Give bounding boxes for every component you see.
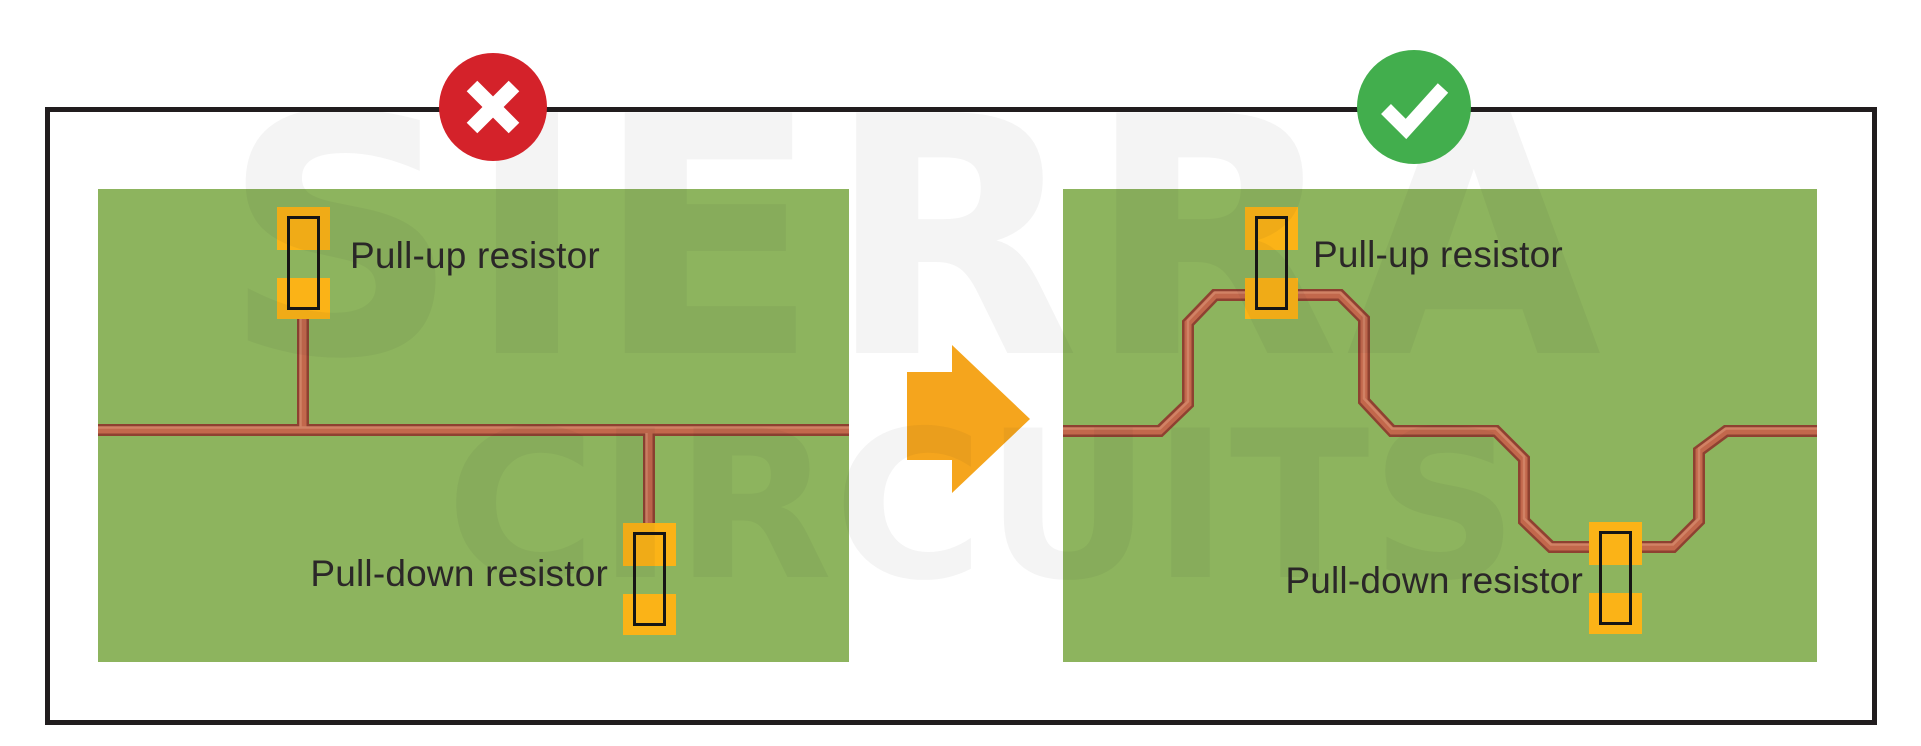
transform-arrow-icon [907,345,1030,493]
figure-border-frame [45,107,1877,725]
resistor-pad-top [1589,522,1642,565]
cross-icon [439,53,547,161]
resistor-pad-bottom [1589,593,1642,634]
pull-up-resistor-label: Pull-up resistor [1313,234,1563,275]
pull-down-resistor-label: Pull-down resistor [310,553,608,594]
resistor-pad-bottom [623,594,676,635]
pull-up-resistor-component [1245,207,1298,319]
resistor-body-outline [1599,531,1632,625]
resistor-pad-top [623,523,676,566]
resistor-pad-top [277,207,330,250]
pcb-panel-correct: Pull-up resistor Pull-down resistor [1063,189,1817,662]
resistor-body-outline [287,216,320,310]
resistor-pad-bottom [1245,278,1298,319]
resistor-pad-bottom [277,278,330,319]
pull-down-resistor-label: Pull-down resistor [1285,560,1583,601]
pull-up-resistor-label: Pull-up resistor [350,235,600,276]
resistor-pad-top [1245,207,1298,250]
pull-down-resistor-component [1589,522,1642,634]
resistor-body-outline [1255,216,1288,310]
pull-up-resistor-component [277,207,330,319]
pull-down-resistor-component [623,523,676,635]
resistor-body-outline [633,532,666,626]
pcb-panel-incorrect: Pull-up resistor Pull-down resistor [98,189,849,662]
copper-traces-incorrect [98,315,849,527]
check-icon [1357,50,1471,164]
copper-traces-correct [1063,289,1817,553]
